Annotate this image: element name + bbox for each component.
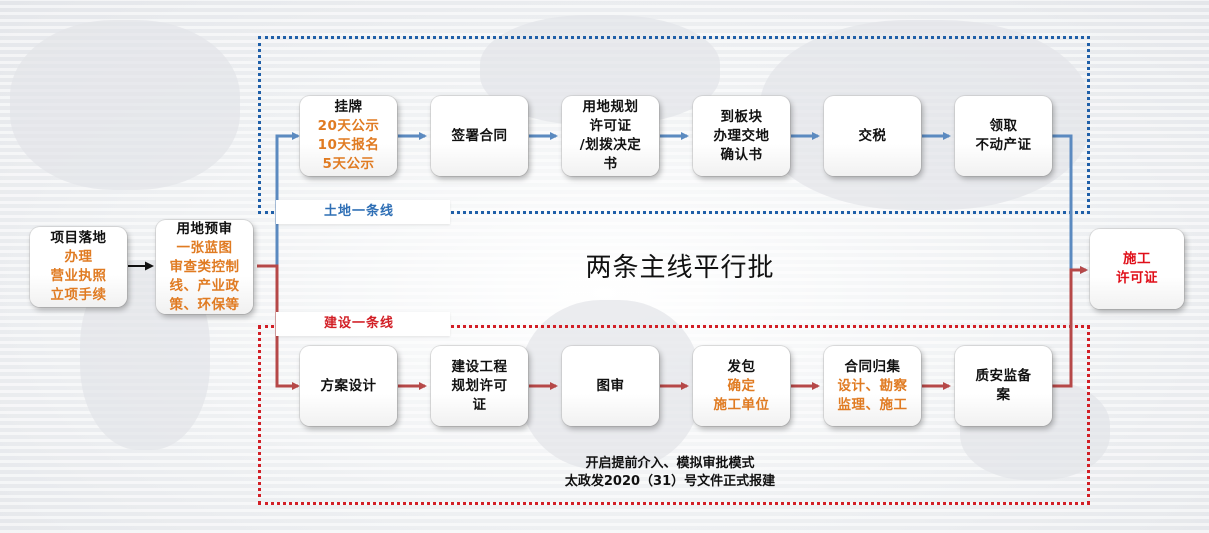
build-track-label: 建设一条线 <box>276 312 450 336</box>
center-title: 两条主线平行批 <box>585 253 775 283</box>
step-title: 方案设计 <box>320 377 377 394</box>
step-title: 建设工程 <box>451 358 508 375</box>
step-title: 挂牌 <box>334 99 363 115</box>
step-line: 规划许可 <box>451 377 508 394</box>
land-step-property-cert: 领取 不动产证 <box>955 96 1052 176</box>
pre-review-line: 审查类控制 <box>169 258 240 275</box>
build-step-drawing-review: 图审 <box>562 346 659 426</box>
land-step-handover: 到板块 办理交地 确认书 <box>693 96 790 176</box>
pre-review-title: 用地预审 <box>176 220 233 237</box>
start-line: 办理 <box>64 249 93 265</box>
step-line: 施工单位 <box>713 396 770 413</box>
step-title: 发包 <box>727 358 756 375</box>
build-step-quality-safety: 质安监备 案 <box>955 346 1052 426</box>
step-line: 设计、勘察 <box>837 377 908 394</box>
step-title: 图审 <box>596 377 625 394</box>
step-line: 10天报名 <box>317 137 380 153</box>
land-step-planning-permit: 用地规划 许可证 /划拨决定 书 <box>562 96 659 176</box>
step-line: 20天公示 <box>317 118 380 134</box>
land-step-tax: 交税 <box>824 96 921 176</box>
final-line: 施工 <box>1123 251 1151 267</box>
step-title: 交税 <box>858 127 887 144</box>
build-track-note: 开启提前介入、模拟审批模式 太政发2020（31）号文件正式报建 <box>460 455 880 491</box>
step-line: 确认书 <box>720 146 763 163</box>
note-line: 开启提前介入、模拟审批模式 <box>585 456 755 471</box>
land-step-listing: 挂牌 20天公示 10天报名 5天公示 <box>300 96 397 176</box>
pre-review-line: 线、产业政 <box>169 277 240 294</box>
step-line: /划拨决定 <box>579 137 642 153</box>
build-step-scheme-design: 方案设计 <box>300 346 397 426</box>
step-title: 签署合同 <box>451 127 508 144</box>
start-line: 立项手续 <box>50 287 107 303</box>
final-line: 许可证 <box>1116 270 1158 286</box>
start-line: 营业执照 <box>50 268 107 284</box>
step-title: 合同归集 <box>844 358 901 375</box>
pre-review-card: 用地预审 一张蓝图 审查类控制 线、产业政 策、环保等 <box>156 220 253 314</box>
note-line: 太政发2020（31）号文件正式报建 <box>564 474 776 489</box>
final-construction-permit-card: 施工 许可证 <box>1090 229 1184 309</box>
land-track-label: 土地一条线 <box>276 200 450 224</box>
build-step-planning-permit: 建设工程 规划许可 证 <box>431 346 528 426</box>
step-line: 不动产证 <box>975 137 1032 153</box>
step-line: 案 <box>996 387 1011 403</box>
arrow-merge-land <box>1052 134 1088 274</box>
start-title: 项目落地 <box>50 230 107 246</box>
land-step-sign-contract: 签署合同 <box>431 96 528 176</box>
step-title: 领取 <box>989 118 1018 134</box>
build-step-contract-collection: 合同归集 设计、勘察 监理、施工 <box>824 346 921 426</box>
step-line: 5天公示 <box>322 156 375 172</box>
step-line: 监理、施工 <box>837 396 908 413</box>
step-title: 到板块 <box>720 108 763 125</box>
step-line: 办理交地 <box>713 127 770 144</box>
step-line: 确定 <box>727 377 756 394</box>
map-continent-americas-north <box>10 20 240 190</box>
build-step-contracting: 发包 确定 施工单位 <box>693 346 790 426</box>
step-title: 质安监备 <box>975 368 1032 384</box>
step-line: 许可证 <box>589 118 632 134</box>
pre-review-line: 策、环保等 <box>169 296 240 313</box>
step-line: 证 <box>472 396 487 413</box>
land-track-box <box>258 36 1090 214</box>
step-title: 用地规划 <box>582 99 639 115</box>
arrow-merge-build <box>1052 266 1088 388</box>
start-card: 项目落地 办理 营业执照 立项手续 <box>30 227 127 307</box>
step-line: 书 <box>603 156 618 172</box>
pre-review-line: 一张蓝图 <box>176 239 233 256</box>
build-track-box <box>258 325 1090 505</box>
